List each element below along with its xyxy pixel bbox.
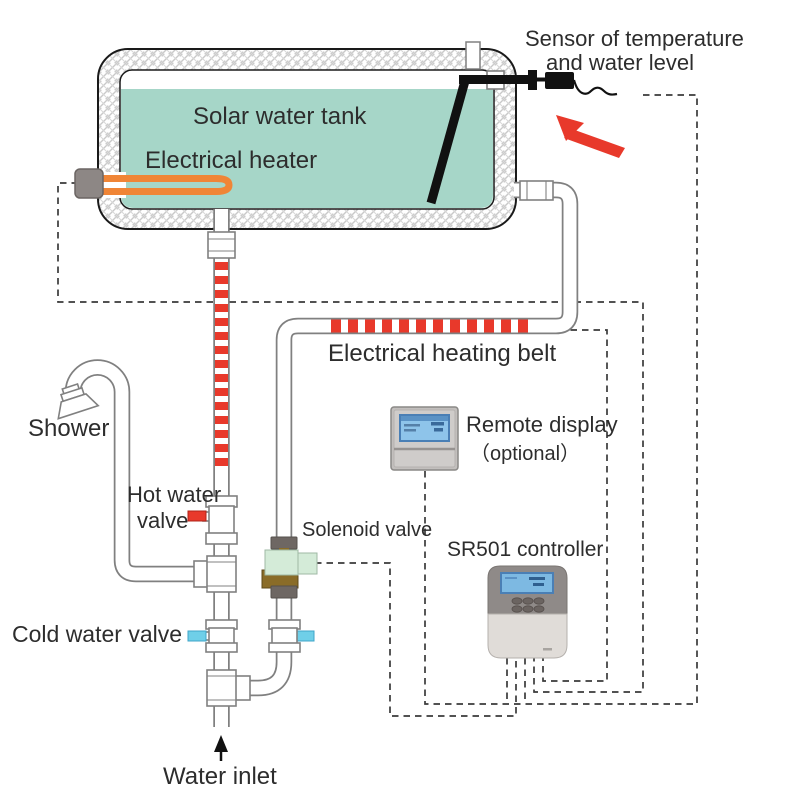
heating-belt-vertical [215,262,228,466]
temperature-water-level-sensor [426,70,618,205]
cold-water-valve-label: Cold water valve [12,621,182,647]
bottom-tee [206,669,251,707]
solenoid-wire [315,562,517,717]
control-wiring [57,94,698,717]
solar-water-tank-label: Solar water tank [193,103,367,130]
controller-lcd [502,574,552,592]
electrical-heater [74,168,233,199]
shower-tee [193,555,237,593]
cold-water-valve-main [187,619,238,653]
heating-belt-wire [536,329,608,682]
water-inlet-label: Water inlet [163,763,277,790]
tank-top-fitting [465,41,481,70]
solenoid-coil [264,549,299,576]
sensor-connector [545,72,574,89]
display-and-sensor-wire [424,94,698,705]
remote-display-device [390,406,459,471]
hot-valve-handle [187,510,207,522]
sr501-controller-label: SR501 controller [447,538,603,561]
hot-water-valve-label-line1: Hot water [127,482,221,507]
hot-water-valve-label-line2: valve [137,508,188,533]
heater-element [102,175,233,195]
sensor-label-line1: Sensor of temperature [525,26,744,51]
solenoid-valve [261,536,318,599]
sensor-cable [572,79,618,96]
heating-belt-horizontal [331,319,528,333]
heater-wire [57,182,644,693]
pointer-arrow-icon [556,115,625,158]
remote-display-label-line1: Remote display [466,412,618,437]
solar-water-tank [97,48,517,230]
diagram-labels: Sensor of temperature and water level So… [12,26,744,790]
cold-valve-handle-2 [295,630,315,642]
cold-water-valve-branch [268,619,315,653]
heater-plug [74,168,104,199]
shower-label: Shower [28,415,109,442]
electrical-heater-label: Electrical heater [145,147,317,174]
water-inlet-arrow-icon [214,735,228,761]
sensor-probe [426,79,470,205]
solenoid-valve-label: Solenoid valve [302,519,432,541]
shower-head-icon [57,383,100,420]
controller-buttons [511,597,545,613]
hot-water-valve [187,495,238,545]
sensor-label-line2: and water level [546,50,694,75]
cold-valve-handle [187,630,207,642]
electrical-heating-belt-label: Electrical heating belt [328,340,556,367]
sr501-controller-device [487,565,568,659]
pipe-couplings [207,180,554,259]
remote-display-label-line2: （optional） [470,442,580,465]
